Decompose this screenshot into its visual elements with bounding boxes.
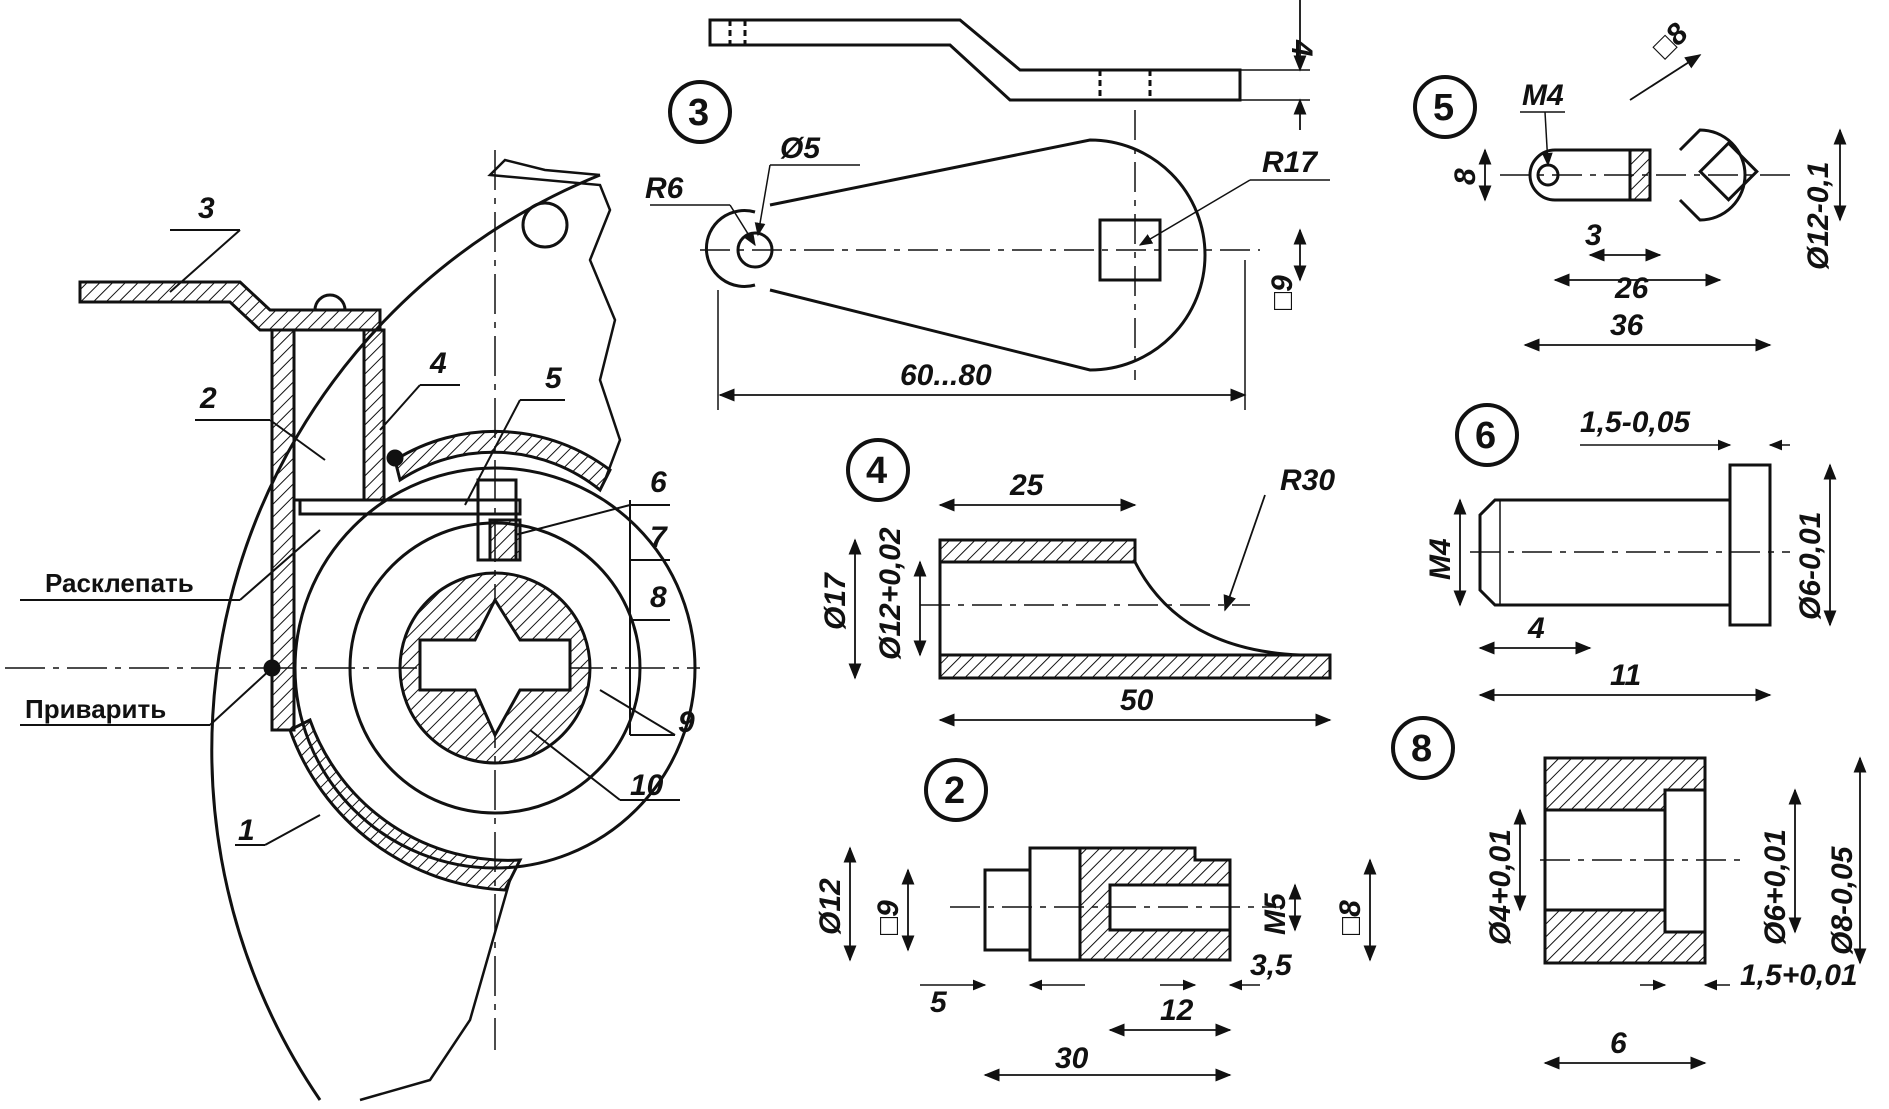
part-6-dim-head: Ø6-0,01 [1794, 512, 1827, 620]
part-2-dim-30: 30 [1055, 1042, 1089, 1075]
part-4-text: 4 25 R30 Ø17 Ø12+0,02 50 [819, 450, 1335, 717]
part-3-text: 3 4 Ø5 R6 R17 □9 60...80 [645, 39, 1318, 392]
detail-part-6 [1453, 403, 1837, 702]
part-5-dim-square: □8 [1647, 17, 1695, 65]
note-rivet: Расклепать [45, 568, 194, 598]
note-weld: Приварить [25, 694, 166, 724]
assembly-label-10: 10 [630, 769, 664, 802]
assembly-labels: 3 2 4 5 6 7 8 9 10 1 Расклепать Приварит… [25, 192, 695, 847]
part-5-dim-thread: M4 [1522, 79, 1564, 112]
part-5-dim-36: 36 [1610, 309, 1644, 342]
part-2-dim-m5: M5 [1259, 892, 1292, 935]
part-5-dim-26: 26 [1614, 272, 1649, 305]
part-2-dim-3-5: 3,5 [1250, 949, 1293, 982]
detail-part-5 [1413, 54, 1847, 352]
part-8-dim-d8: Ø8-0,05 [1826, 845, 1859, 955]
part-5-dim-diameter: Ø12-0,1 [1802, 162, 1835, 270]
part-2-dim-sq9: □9 [872, 900, 905, 935]
assembly-leaders [20, 229, 680, 846]
part-8-dim-6: 6 [1610, 1027, 1627, 1060]
part-3-dim-square: □9 [1266, 275, 1299, 310]
detail-part-2 [843, 758, 1377, 1082]
part-2-dim-d12: Ø12 [814, 878, 847, 935]
detail-part-4 [846, 438, 1332, 727]
assembly-label-9: 9 [678, 706, 695, 739]
detail-part-8 [1391, 716, 1867, 1070]
part-5-circle-label: 5 [1433, 87, 1454, 129]
part-2-dim-12: 12 [1160, 994, 1194, 1027]
detail-part-3 [650, 0, 1330, 410]
part-8-dim-d6: Ø6+0,01 [1759, 829, 1792, 945]
part-6-dim-thread: M4 [1424, 538, 1457, 580]
part-4-dim-d12: Ø12+0,02 [874, 527, 907, 660]
part-8-circle-label: 8 [1411, 728, 1432, 770]
part-6-circle-label: 6 [1475, 415, 1496, 457]
part-2-text: 2 Ø12 □9 M5 □8 5 30 12 3,5 [814, 770, 1367, 1075]
part-4-dim-d17: Ø17 [819, 572, 852, 630]
part-3-circle-label: 3 [688, 92, 709, 134]
part-4-dim-50: 50 [1120, 684, 1154, 717]
assembly-label-5: 5 [545, 362, 563, 395]
part-4-dim-r30: R30 [1280, 464, 1335, 497]
part-8-text: 8 Ø4+0,01 Ø6+0,01 Ø8-0,05 1,5+0,01 6 [1411, 728, 1859, 1060]
part-2-circle-label: 2 [944, 770, 965, 812]
assembly-label-6: 6 [650, 466, 667, 499]
part-4-dim-25: 25 [1009, 469, 1045, 502]
part-8-dim-collar: 1,5+0,01 [1740, 959, 1858, 992]
part-3-dim-r17: R17 [1262, 146, 1318, 179]
part-6-dim-11: 11 [1610, 659, 1641, 692]
part-3-dim-hole: Ø5 [780, 132, 821, 165]
part-3-dim-thickness: 4 [1285, 39, 1318, 57]
part-6-dim-4: 4 [1527, 612, 1545, 645]
assembly-view [5, 150, 700, 1102]
part-4-circle-label: 4 [866, 450, 887, 492]
part-3-dim-r6: R6 [645, 172, 684, 205]
assembly-label-3: 3 [198, 192, 215, 225]
assembly-label-2: 2 [199, 382, 217, 415]
part-6-dim-collar: 1,5-0,05 [1580, 406, 1691, 439]
part-2-dim-sq8: □8 [1334, 900, 1367, 935]
part-5-dim-3: 3 [1585, 219, 1602, 252]
part-6-text: 6 1,5-0,05 M4 Ø6-0,01 4 11 [1424, 406, 1827, 692]
assembly-label-7: 7 [650, 521, 668, 554]
part-3-dim-length: 60...80 [900, 359, 992, 392]
assembly-label-1: 1 [238, 814, 255, 847]
part-8-dim-d4: Ø4+0,01 [1484, 829, 1517, 945]
part-5-dim-height: 8 [1449, 168, 1482, 185]
assembly-label-4: 4 [429, 347, 447, 380]
part-2-dim-5: 5 [930, 986, 948, 1019]
assembly-label-8: 8 [650, 581, 667, 614]
